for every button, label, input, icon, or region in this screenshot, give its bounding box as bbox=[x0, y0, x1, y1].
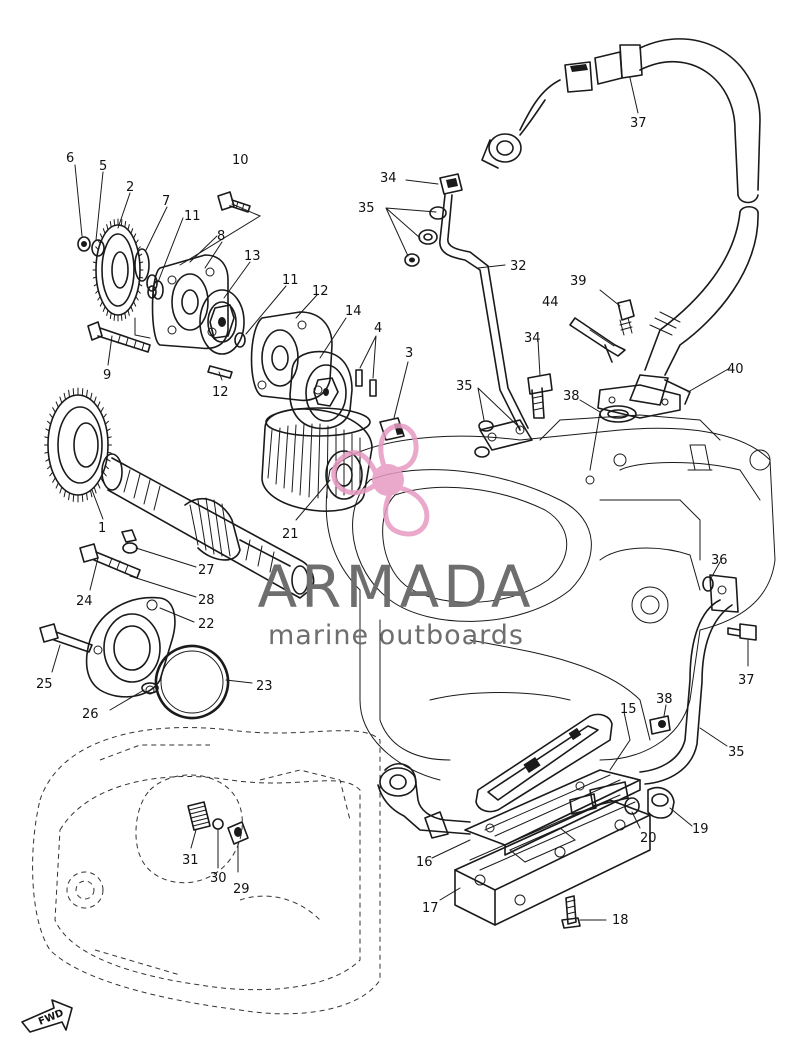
bolt-19 bbox=[561, 895, 581, 929]
gasket-41 bbox=[599, 405, 637, 423]
oil-pipe-33 bbox=[439, 194, 533, 451]
callout-30: 29 bbox=[233, 882, 250, 897]
oil-pipe-strainer bbox=[377, 763, 629, 839]
callout-37: 36 bbox=[711, 553, 728, 568]
clip-44 bbox=[569, 317, 626, 363]
callout-23: 22 bbox=[198, 617, 215, 632]
callout-15: 14 bbox=[345, 304, 362, 319]
crankcase-cover-outline bbox=[32, 727, 381, 1015]
fwd-arrow bbox=[21, 999, 73, 1033]
rotor-14 bbox=[199, 289, 245, 355]
plug-30 bbox=[227, 821, 249, 845]
washer-21 bbox=[624, 797, 640, 815]
callout-22: 21 bbox=[282, 527, 299, 542]
callout-34a: 34 bbox=[380, 171, 397, 186]
spring-32 bbox=[187, 801, 211, 831]
callout-36: 35 bbox=[728, 745, 745, 760]
bolt-9 bbox=[87, 321, 151, 353]
callout-33: 32 bbox=[510, 259, 527, 274]
callout-38: 37 bbox=[738, 673, 755, 688]
callout-35a: 35 bbox=[358, 201, 375, 216]
callout-5: 5 bbox=[99, 159, 107, 174]
callout-18: 17 bbox=[422, 901, 439, 916]
bolt-29 bbox=[79, 543, 141, 579]
circlip-7 bbox=[134, 248, 158, 292]
watermark-tagline: marine outboards bbox=[268, 620, 524, 651]
gasket-16 bbox=[475, 713, 613, 813]
nut-28 bbox=[121, 529, 138, 554]
crankcase-outline bbox=[325, 414, 776, 781]
bolt-42 bbox=[617, 299, 635, 336]
callout-2: 2 bbox=[126, 180, 134, 195]
watermark-brand: ARMADA bbox=[257, 553, 534, 621]
callout-4: 4 bbox=[374, 321, 382, 336]
callout-19: 18 bbox=[612, 913, 629, 928]
oring-27 bbox=[141, 682, 159, 694]
banjo-bolt-34-top bbox=[404, 173, 463, 267]
callout-31: 30 bbox=[210, 871, 227, 886]
drain-plug-20 bbox=[647, 786, 675, 819]
pump-housing-12 bbox=[250, 311, 333, 402]
gear-2 bbox=[77, 218, 144, 322]
gear-1 bbox=[44, 387, 112, 503]
banjo-bolt-34-lower bbox=[474, 373, 553, 458]
leader-lines bbox=[51, 77, 749, 921]
shaft bbox=[101, 453, 315, 599]
callout-20: 19 bbox=[692, 822, 709, 837]
callout-11a: 11 bbox=[184, 209, 201, 224]
callout-13: 12 bbox=[212, 385, 229, 400]
callout-7: 7 bbox=[162, 194, 170, 209]
strainer-17 bbox=[464, 769, 641, 856]
callout-14: 13 bbox=[244, 249, 261, 264]
callout-17: 16 bbox=[416, 855, 433, 870]
callout-34b: 34 bbox=[524, 331, 541, 346]
callout-26: 25 bbox=[36, 677, 53, 692]
callout-35b: 35 bbox=[456, 379, 473, 394]
callout-44: 44 bbox=[542, 295, 559, 310]
callout-8: 8 bbox=[217, 229, 225, 244]
callout-29: 28 bbox=[198, 593, 215, 608]
oil-pan-18 bbox=[454, 794, 651, 926]
pin-11 bbox=[147, 285, 246, 348]
pump-cover-8 bbox=[134, 254, 229, 350]
callout-43: 40 bbox=[727, 362, 744, 377]
callout-16: 15 bbox=[620, 702, 637, 717]
callout-41: 38 bbox=[563, 389, 580, 404]
callout-10: 10 bbox=[232, 153, 249, 168]
callout-32: 31 bbox=[182, 853, 199, 868]
bolt-26 bbox=[39, 623, 93, 653]
callout-6: 6 bbox=[66, 151, 74, 166]
callout-27: 26 bbox=[82, 707, 99, 722]
bearing-housing-23 bbox=[85, 596, 176, 698]
dowel-4 bbox=[355, 369, 377, 397]
callout-9: 9 bbox=[103, 368, 111, 383]
callout-42: 39 bbox=[570, 274, 587, 289]
filter-cover-15 bbox=[289, 350, 353, 430]
bolt-39 bbox=[649, 715, 671, 735]
callout-12: 12 bbox=[312, 284, 329, 299]
callout-24: 23 bbox=[256, 679, 273, 694]
callout-39: 38 bbox=[656, 692, 673, 707]
oil-filter-22 bbox=[261, 407, 373, 512]
bolt-38 bbox=[727, 623, 757, 641]
callout-1: 1 bbox=[98, 521, 106, 536]
callout-40: 37 bbox=[630, 116, 647, 131]
oring-24 bbox=[154, 644, 230, 720]
bolt-10 bbox=[217, 191, 251, 213]
oil-pipe-36 bbox=[639, 574, 739, 785]
dowel-13 bbox=[207, 365, 233, 379]
ball-31 bbox=[212, 818, 224, 830]
callout-25: 24 bbox=[76, 594, 93, 609]
callout-28: 27 bbox=[198, 563, 215, 578]
callout-11b: 11 bbox=[282, 273, 299, 288]
propeller-icon bbox=[331, 423, 430, 537]
oil-hose-40 bbox=[481, 38, 761, 419]
watermark-logo bbox=[331, 423, 430, 537]
callout-3: 3 bbox=[405, 346, 413, 361]
callout-21: 20 bbox=[640, 831, 657, 846]
callouts: 6 5 2 7 11 8 10 13 11 12 14 4 3 9 12 1 2… bbox=[36, 116, 755, 928]
